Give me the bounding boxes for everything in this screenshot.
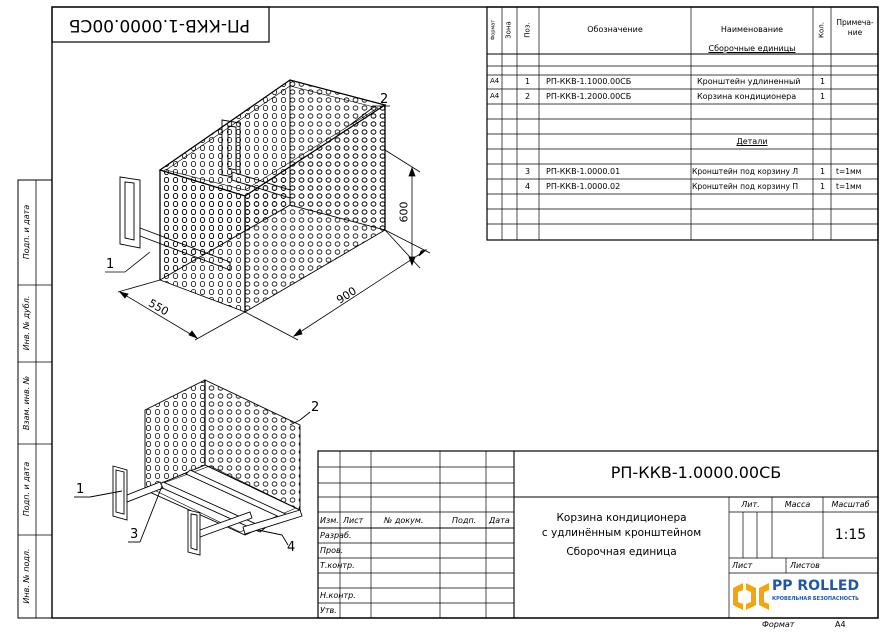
callout-top-1: 1 bbox=[106, 257, 115, 272]
side-label-original-inventory: Инв. № подл. bbox=[22, 548, 31, 604]
format-label: Формат bbox=[762, 620, 795, 629]
pp-rolled-logo: PP ROLLED КРОВЕЛЬНАЯ БЕЗОПАСНОСТЬ bbox=[731, 575, 877, 617]
col-header-sheet: Лист bbox=[343, 516, 364, 525]
spec-row-4-qty: 1 bbox=[820, 182, 826, 191]
title-name-line3: Сборочная единица bbox=[566, 546, 677, 558]
role-approved: Утв. bbox=[320, 606, 337, 615]
spec-row-1-designation: РП-ККВ-1.1000.00СБ bbox=[546, 77, 632, 86]
callout-bottom-4: 4 bbox=[287, 540, 296, 555]
spec-row-1-name: Кронштейн удлиненный bbox=[697, 77, 801, 86]
title-designation: РП-ККВ-1.0000.00СБ bbox=[610, 463, 782, 482]
side-label-dup-inventory: Инв. № дубл. bbox=[22, 295, 31, 351]
col-header-sign: Подп. bbox=[452, 516, 477, 525]
spec-row-3-note: t=1мм bbox=[836, 167, 862, 176]
format-value: A4 bbox=[835, 620, 846, 629]
spec-header-format: Формат bbox=[490, 19, 497, 41]
spec-row-4-designation: РП-ККВ-1.0000.02 bbox=[546, 182, 621, 191]
side-label-sign-date-1: Подп. и дата bbox=[22, 204, 31, 260]
spec-row-1-qty: 1 bbox=[820, 77, 826, 86]
spec-table-grid bbox=[486, 6, 879, 241]
mass-label: Масса bbox=[784, 500, 811, 509]
sheets-label: Листов bbox=[790, 561, 820, 570]
bottom-view-assembly bbox=[74, 379, 311, 556]
role-tech-control: Т.контр. bbox=[320, 561, 355, 570]
dim-height-label: 600 bbox=[397, 201, 411, 223]
spec-header-designation: Обозначение bbox=[587, 25, 643, 34]
title-block-grid bbox=[317, 450, 879, 619]
spec-row-4-pos: 4 bbox=[525, 182, 531, 191]
callout-bottom-3: 3 bbox=[130, 527, 139, 542]
side-label-replaces-inventory: Взам. инв. № bbox=[22, 375, 31, 431]
lit-label: Лит. bbox=[741, 500, 760, 509]
spec-section-assemblies: Сборочные единицы bbox=[708, 44, 796, 53]
role-checked: Пров. bbox=[320, 546, 344, 555]
spec-row-4-note: t=1мм bbox=[836, 182, 862, 191]
role-norm-control: Н.контр. bbox=[320, 591, 356, 600]
spec-row-4-name: Кронштейн под корзину П bbox=[692, 182, 799, 191]
logo-main-text: PP ROLLED bbox=[772, 578, 860, 594]
spec-row-3-designation: РП-ККВ-1.0000.01 bbox=[546, 167, 621, 176]
spec-row-3-qty: 1 bbox=[820, 167, 826, 176]
spec-header-note: Примеча-ние bbox=[836, 18, 874, 37]
spec-row-1-format: A4 bbox=[490, 77, 500, 85]
callout-top-2: 2 bbox=[380, 92, 389, 107]
col-header-change: Изм. bbox=[320, 516, 339, 525]
spec-row-3-name: Кронштейн под корзину Л bbox=[692, 167, 799, 176]
spec-row-3-pos: 3 bbox=[525, 167, 531, 176]
spec-header-qty: Кол. bbox=[817, 22, 826, 38]
spec-row-2-pos: 2 bbox=[525, 92, 531, 101]
top-view-dimensions bbox=[105, 105, 431, 341]
pp-rolled-logo-icon bbox=[733, 583, 769, 610]
spec-row-2-format: A4 bbox=[490, 92, 500, 100]
title-name-line2: с удлинённым кронштейном bbox=[541, 527, 702, 539]
scale-label: Масштаб bbox=[831, 500, 870, 509]
logo-sub-text: КРОВЕЛЬНАЯ БЕЗОПАСНОСТЬ bbox=[772, 596, 859, 602]
sheet-label: Лист bbox=[732, 561, 753, 570]
spec-row-2-qty: 1 bbox=[820, 92, 826, 101]
top-stamp-text: РП-ККВ-1.0000.00СБ bbox=[68, 15, 250, 35]
scale-value: 1:15 bbox=[834, 527, 867, 543]
top-view-assembly bbox=[119, 79, 387, 313]
callout-bottom-1: 1 bbox=[76, 482, 85, 497]
side-label-sign-date-2: Подп. и дата bbox=[22, 461, 31, 517]
spec-section-details: Детали bbox=[736, 137, 768, 146]
spec-header-name: Наименование bbox=[720, 25, 784, 34]
spec-header-pos: Поз. bbox=[523, 22, 532, 38]
spec-header-zone: Зона bbox=[504, 21, 513, 39]
spec-row-2-designation: РП-ККВ-1.2000.00СБ bbox=[546, 92, 632, 101]
role-developer: Разраб. bbox=[320, 531, 352, 540]
col-header-doc: № докум. bbox=[384, 516, 424, 525]
title-name-line1: Корзина кондиционера bbox=[556, 512, 687, 524]
callout-bottom-2: 2 bbox=[311, 400, 320, 415]
spec-row-2-name: Корзина кондиционера bbox=[697, 92, 797, 101]
col-header-date: Дата bbox=[489, 516, 510, 525]
spec-row-1-pos: 1 bbox=[525, 77, 531, 86]
